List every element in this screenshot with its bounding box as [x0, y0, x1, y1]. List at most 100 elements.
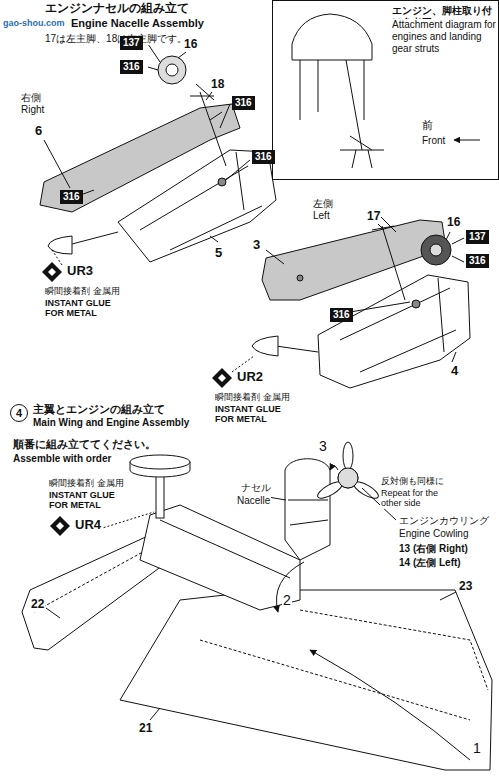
part-name: ナセル — [240, 482, 272, 494]
strut-17 — [372, 214, 405, 300]
part-number-square: 316 — [466, 254, 489, 268]
glue-code: UR3 — [66, 264, 94, 279]
part-number-square: 137 — [120, 36, 143, 50]
drawing-stroke — [212, 368, 232, 388]
drawing-stroke — [452, 256, 464, 262]
part-number: 5 — [214, 246, 223, 261]
part-number: 23 — [458, 580, 473, 594]
glue-code: UR2 — [236, 370, 264, 385]
drawing-stroke — [412, 300, 420, 308]
box-text: Attachment diagram for engines and landi… — [391, 19, 497, 55]
part-name: Nacelle — [236, 495, 271, 507]
drawing-stroke — [218, 374, 226, 382]
right-wing-21-23 — [120, 590, 492, 770]
glue-note: 瞬間接着剤 金属用 — [44, 286, 121, 296]
prop-shaft — [276, 346, 318, 352]
drawing-stroke — [430, 244, 442, 256]
step-circle: 4 — [10, 404, 28, 422]
drawing-stroke — [300, 60, 301, 120]
box-text: 前 — [421, 119, 434, 132]
part-number-square: 316 — [232, 96, 255, 110]
note: 反対側も同様に — [380, 476, 445, 486]
strut-18 — [190, 84, 226, 166]
step-number: 1 — [472, 740, 482, 756]
step-arrow-3 — [330, 466, 338, 470]
drawing-stroke — [44, 140, 70, 188]
drawing-stroke — [340, 136, 384, 168]
drawing-stroke — [266, 250, 284, 264]
glue-code: UR4 — [74, 518, 102, 533]
prop-blade — [343, 442, 353, 470]
drawing-stroke — [378, 224, 384, 230]
glue-note: 瞬間接着剤 金属用 — [214, 392, 291, 402]
part-number-square: 316 — [120, 60, 143, 74]
step-number: 3 — [318, 438, 328, 454]
drawing-stroke — [452, 238, 464, 244]
drawing-stroke — [96, 512, 154, 530]
watermark: gao-shou.com — [2, 18, 66, 28]
glue-note: 瞬間接着剤 金属用 — [48, 478, 125, 488]
section-heading: エンジンナセルの組み立て — [44, 2, 190, 16]
step-arrow-2 — [276, 562, 304, 612]
part-number: 13 (右側 Right) — [398, 543, 469, 555]
drawing-stroke — [166, 64, 178, 76]
drawing-stroke — [340, 278, 456, 372]
ur3-diamond — [42, 262, 62, 282]
ur4-diamond — [50, 516, 70, 536]
number-text: 316 — [255, 151, 272, 162]
wheel-16 — [158, 56, 186, 84]
drawing-stroke — [220, 104, 230, 128]
drawing-stroke — [178, 52, 186, 58]
number-text: 4 — [16, 407, 22, 419]
rotodome-pylon — [156, 472, 164, 518]
drawing-stroke — [56, 522, 64, 530]
drawing-stroke — [42, 262, 62, 282]
spinner — [48, 236, 72, 254]
step-heading: Main Wing and Engine Assembly — [32, 417, 190, 429]
ur2-diamond — [212, 368, 232, 388]
drawing-stroke — [206, 92, 212, 100]
propeller-hub — [338, 468, 358, 488]
prop-shaft — [72, 232, 118, 244]
part-number: 16 — [446, 216, 461, 230]
step-note: Assemble with order — [12, 453, 112, 465]
fuselage — [140, 505, 300, 610]
side-label: 左側 — [312, 198, 334, 210]
number-text: 137 — [123, 37, 140, 48]
drawing-stroke — [338, 468, 358, 488]
part-name: Engine Cowling — [398, 528, 470, 540]
part-number: 4 — [450, 364, 459, 379]
section-heading: Engine Nacelle Assembly — [70, 17, 205, 30]
front-arrow — [454, 140, 480, 141]
nacelle — [285, 459, 330, 560]
number-text: 316 — [469, 255, 486, 266]
glue-note: INSTANT GLUE FOR METAL — [48, 490, 130, 511]
drawing-stroke — [288, 500, 328, 525]
part-number: 3 — [252, 238, 261, 253]
drawing-stroke — [148, 67, 158, 70]
part-number: 21 — [138, 722, 153, 736]
part-number: 16 — [183, 38, 198, 52]
drawing-stroke — [446, 232, 450, 240]
glue-note: INSTANT GLUE FOR METAL — [44, 298, 126, 319]
drawing-stroke — [48, 268, 56, 276]
number-text: 316 — [63, 191, 80, 202]
drawing-stroke — [148, 44, 160, 62]
nacelle-part-4 — [318, 275, 470, 388]
drawing-stroke — [350, 302, 410, 312]
drawing-stroke — [160, 520, 290, 578]
drawing-stroke — [364, 60, 365, 120]
step-note: 順番に組み立ててください。 — [12, 438, 157, 451]
drawing-stroke — [297, 275, 303, 281]
box-text: Front — [421, 135, 446, 147]
drawing-stroke — [346, 60, 362, 150]
part-name: エンジンカウリング — [398, 515, 490, 527]
drawing-stroke — [34, 548, 150, 612]
number-text: 316 — [123, 61, 140, 72]
drawing-stroke — [226, 160, 250, 180]
step-arrow-1 — [310, 650, 470, 760]
drawing-stroke — [210, 236, 218, 242]
drawing-stroke — [318, 60, 319, 112]
drawing-stroke — [52, 250, 62, 265]
